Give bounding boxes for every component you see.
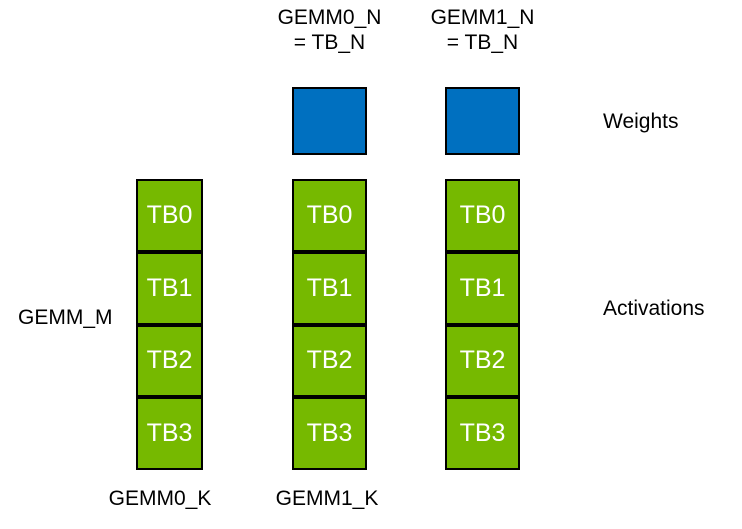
tb-block: TB1 [136,251,203,325]
gemm1-n-label: GEMM1_N = TB_N [407,5,558,55]
tb-block-label: TB1 [306,273,353,302]
gemm0-weights-tile [292,87,367,155]
gemm-m-label: GEMM_M [18,306,113,329]
gemm1-k-label: GEMM1_K [275,487,379,510]
gemm0-n-label-line1: GEMM0_N [277,6,382,29]
activations-column-2: TB0 TB1 TB2 TB3 [445,179,520,470]
activations-column-1: TB0 TB1 TB2 TB3 [292,179,367,470]
tb-block: TB3 [445,397,520,470]
gemm1-n-label-line1: GEMM1_N [430,6,535,29]
tb-block: TB0 [136,179,203,252]
activations-column-0: TB0 TB1 TB2 TB3 [136,179,203,470]
tb-block: TB2 [136,324,203,398]
tb-block-label: TB3 [146,419,193,448]
tb-block-label: TB2 [459,346,506,375]
tb-block: TB1 [445,251,520,325]
tb-block: TB3 [292,397,367,470]
gemm0-n-label-line2: = TB_N [293,31,366,54]
tb-block: TB2 [445,324,520,398]
tb-block-label: TB0 [146,200,193,229]
tb-block-label: TB2 [146,346,193,375]
gemm0-k-label: GEMM0_K [108,487,212,510]
tb-block: TB1 [292,251,367,325]
gemm0-n-label: GEMM0_N = TB_N [254,5,405,55]
tb-block: TB3 [136,397,203,470]
tb-block-label: TB2 [306,346,353,375]
tb-block-label: TB3 [459,419,506,448]
tb-block-label: TB0 [459,200,506,229]
tb-block-label: TB3 [306,419,353,448]
tb-block-label: TB1 [146,273,193,302]
gemm1-weights-tile [445,87,520,155]
tb-block-label: TB0 [306,200,353,229]
weights-label: Weights [603,110,679,133]
gemm1-n-label-line2: = TB_N [446,31,519,54]
tb-block: TB2 [292,324,367,398]
tb-block: TB0 [445,179,520,252]
tb-block-label: TB1 [459,273,506,302]
tb-block: TB0 [292,179,367,252]
activations-label: Activations [603,297,705,320]
